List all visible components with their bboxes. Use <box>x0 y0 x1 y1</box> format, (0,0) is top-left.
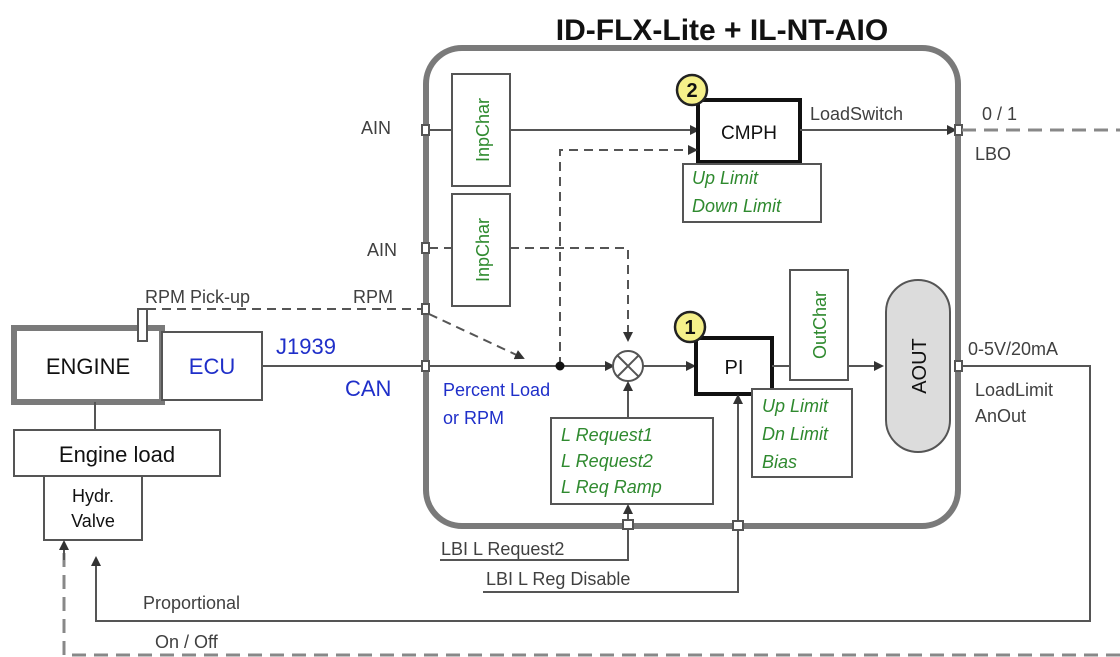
proportional-label: Proportional <box>143 593 240 613</box>
ain-terminal-1 <box>421 124 430 136</box>
outchar-label: OutChar <box>810 291 830 359</box>
cmph-params-box <box>682 163 822 223</box>
inpchar2-to-sum-dashed <box>510 247 633 342</box>
ecu-label: ECU <box>189 354 235 379</box>
can-label: CAN <box>345 376 391 401</box>
ecu-box <box>161 331 263 401</box>
on-off-dashed-line <box>62 544 1120 657</box>
pi-param-up-limit: Up Limit <box>762 396 829 416</box>
rpm-to-junction-dashed <box>428 313 525 360</box>
can-terminal <box>421 360 430 372</box>
inpchar-block-1 <box>451 73 511 187</box>
rpm-pickup-label: RPM Pick-up <box>145 287 250 307</box>
lbi-request2-line <box>440 529 629 561</box>
valve-label: Valve <box>71 511 115 531</box>
rpm-pickup-sensor <box>137 308 148 342</box>
lbo-terminal <box>954 124 963 136</box>
junction-to-cmph-dashed <box>559 145 698 366</box>
ain-label-1: AIN <box>361 118 391 138</box>
rpm-label: RPM <box>353 287 393 307</box>
hydr-label: Hydr. <box>72 486 114 506</box>
aout-block <box>885 279 951 453</box>
cmph-param-down-limit: Down Limit <box>692 196 782 216</box>
cmph-badge-number: 2 <box>686 80 697 102</box>
request-param-3: L Req Ramp <box>561 477 662 497</box>
pi-params-box <box>751 388 853 478</box>
summing-node-cross-b <box>616 354 640 378</box>
request-param-2: L Request2 <box>561 451 653 471</box>
diagram-title: ID-FLX-Lite + IL-NT-AIO <box>556 14 888 47</box>
range-label: 0-5V/20mA <box>968 339 1058 359</box>
aout-label: AOUT <box>909 338 931 394</box>
ain-terminal-2 <box>421 242 430 254</box>
inpchar-label-2: InpChar <box>473 218 493 282</box>
on-off-label: On / Off <box>155 632 219 652</box>
pi-badge-number: 1 <box>684 317 695 339</box>
inpchar-block-2 <box>451 193 511 307</box>
controller-frame <box>423 45 961 529</box>
cmph-param-up-limit: Up Limit <box>692 168 759 188</box>
zero-one-label: 0 / 1 <box>982 104 1017 124</box>
or-rpm-label: or RPM <box>443 408 504 428</box>
anout-label: AnOut <box>975 406 1026 426</box>
cmph-badge <box>675 73 709 107</box>
request-param-1: L Request1 <box>561 425 653 445</box>
pi-param-dn-limit: Dn Limit <box>762 424 829 444</box>
lbo-label: LBO <box>975 144 1011 164</box>
inpchar-label-1: InpChar <box>473 98 493 162</box>
lbi-reg-disable-label: LBI L Reg Disable <box>486 569 630 589</box>
j1939-label: J1939 <box>276 334 336 359</box>
pi-badge <box>673 310 707 344</box>
lbi-request2-label: LBI L Request2 <box>441 539 564 559</box>
hydr-valve-box <box>43 475 143 541</box>
pi-label: PI <box>725 357 744 379</box>
engine-load-label: Engine load <box>59 442 175 467</box>
aout-terminal <box>954 360 963 372</box>
proportional-line <box>91 365 1091 622</box>
rpm-terminal <box>421 303 430 315</box>
loadswitch-label: LoadSwitch <box>810 104 903 124</box>
engine-load-box <box>13 429 221 477</box>
lbi-reg-disable-line <box>483 530 739 593</box>
pi-param-bias: Bias <box>762 452 797 472</box>
engine-label: ENGINE <box>46 354 130 379</box>
junction-dot <box>555 361 565 371</box>
ain-label-2: AIN <box>367 240 397 260</box>
lbi-request2-terminal <box>622 519 634 530</box>
cmph-label: CMPH <box>721 123 777 144</box>
lbi-reg-disable-terminal <box>732 520 744 531</box>
loadlimit-label: LoadLimit <box>975 380 1053 400</box>
percent-load-label: Percent Load <box>443 380 550 400</box>
outchar-block <box>789 269 849 381</box>
